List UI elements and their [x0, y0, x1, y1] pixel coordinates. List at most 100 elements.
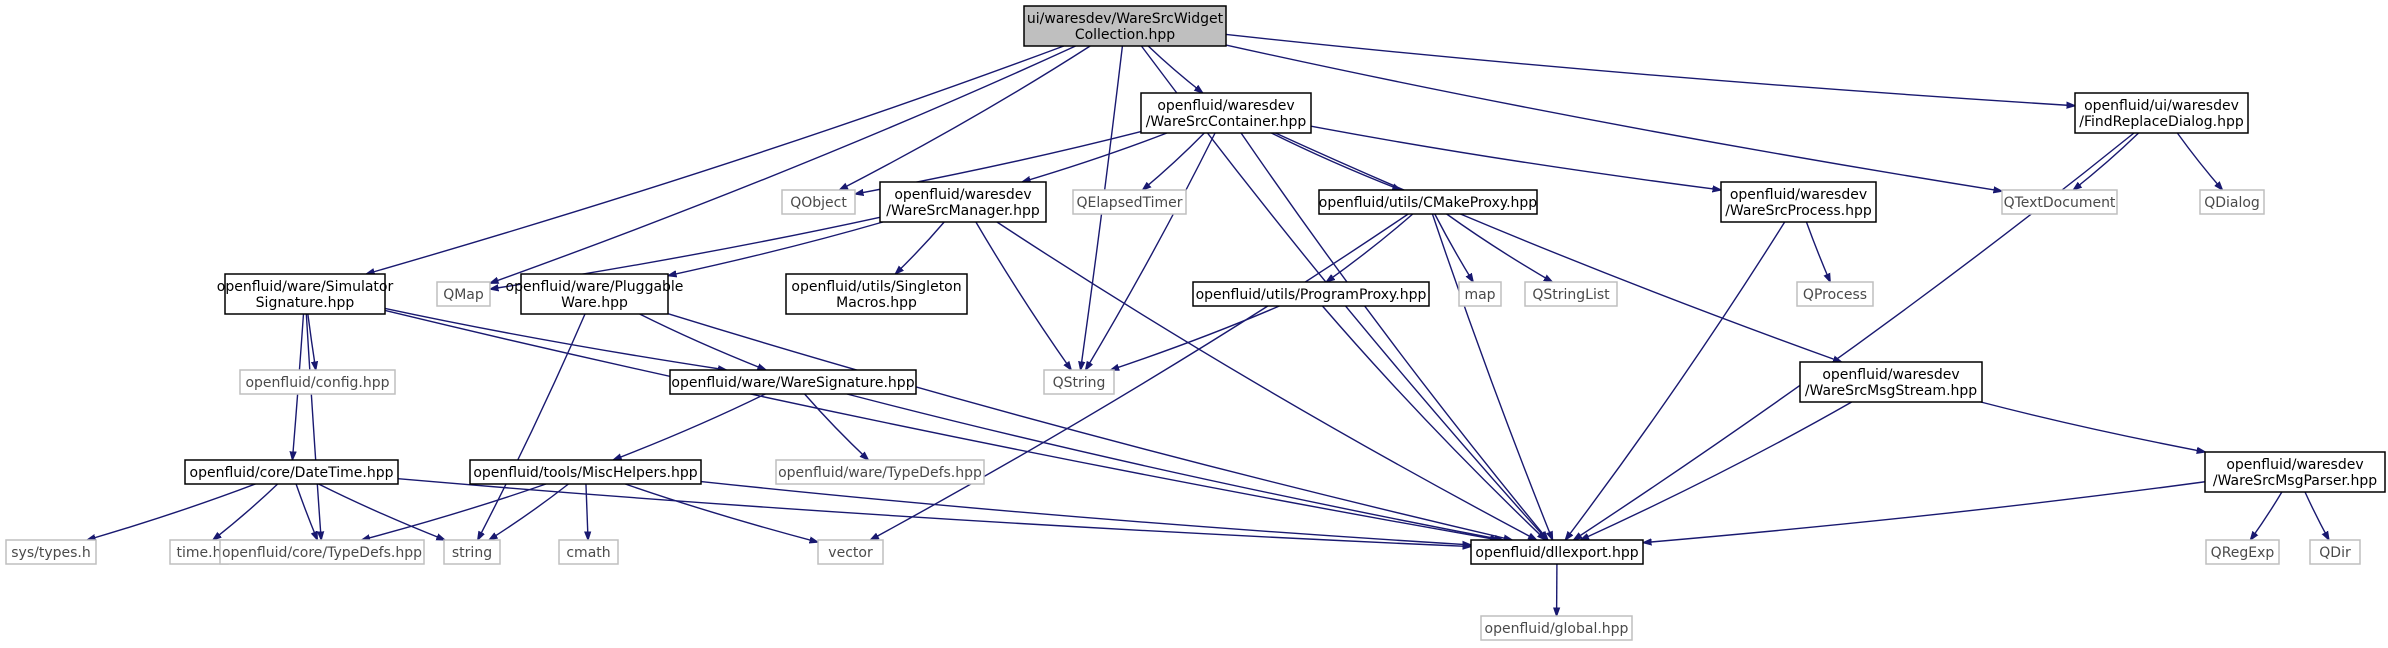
node-datetime[interactable]: openfluid/core/DateTime.hpp	[184, 459, 399, 485]
node-msgstream-label-0: openfluid/waresdev	[1822, 367, 1959, 383]
node-programproxy[interactable]: openfluid/utils/ProgramProxy.hpp	[1192, 281, 1430, 307]
edge-container-to-dllexport	[1240, 132, 1548, 540]
node-process-box	[1720, 181, 1877, 223]
node-manager-label-1: /WareSrcManager.hpp	[886, 203, 1040, 219]
edges-layer	[87, 33, 2329, 616]
node-qprocess-label-0: QProcess	[1803, 287, 1867, 303]
node-qstringlist-label-0: QStringList	[1532, 287, 1610, 303]
node-qobject-label-0: QObject	[790, 195, 847, 211]
node-process[interactable]: openfluid/waresdev/WareSrcProcess.hpp	[1720, 181, 1877, 223]
node-container[interactable]: openfluid/waresdev/WareSrcContainer.hpp	[1140, 92, 1312, 134]
node-root-box	[1023, 5, 1227, 47]
edge-simsig-to-waresig	[384, 307, 726, 370]
edge-waresig-to-waretypedefs	[804, 393, 869, 460]
node-root-label-1: Collection.hpp	[1075, 27, 1175, 43]
edge-datetime-to-coretypedefs	[295, 483, 317, 540]
edge-mischelpers-to-vector	[625, 483, 818, 542]
node-container-label-1: /WareSrcContainer.hpp	[1146, 114, 1307, 130]
node-cmakeproxy-box	[1318, 189, 1538, 215]
edge-manager-to-dllexport	[996, 221, 1537, 540]
node-mischelpers-box	[469, 459, 702, 485]
edge-container-to-process	[1310, 125, 1721, 190]
node-qregexp: QRegExp	[2205, 539, 2280, 565]
edge-pluggable-to-dllexport	[667, 313, 1512, 540]
node-msgstream-label-1: /WareSrcMsgStream.hpp	[1805, 383, 1977, 399]
node-dllexport[interactable]: openfluid/dllexport.hpp	[1470, 539, 1644, 565]
node-qregexp-box	[2205, 539, 2280, 565]
edge-simsig-to-config	[307, 313, 316, 370]
node-root-label-0: ui/waresdev/WareSrcWidget	[1027, 11, 1224, 27]
edge-root-to-qobject	[839, 45, 1091, 190]
node-waretypedefs-box	[775, 459, 985, 485]
edge-findreplace-to-qtextdocument	[2073, 132, 2140, 190]
node-config: openfluid/config.hpp	[239, 369, 396, 395]
node-string: string	[443, 539, 501, 565]
node-findreplace-box	[2074, 92, 2249, 134]
node-qtextdocument-label-0: QTextDocument	[2004, 195, 2116, 211]
node-waresig[interactable]: openfluid/ware/WareSignature.hpp	[669, 369, 917, 395]
node-timeh-label-0: time.h	[177, 545, 222, 561]
node-qprocess: QProcess	[1796, 281, 1874, 307]
node-systypes: sys/types.h	[5, 539, 97, 565]
edge-container-to-cmakeproxy	[1271, 132, 1400, 190]
edge-simsig-to-dllexport	[384, 309, 1499, 540]
node-qmap: QMap	[436, 281, 491, 307]
node-singleton-label-0: openfluid/utils/Singleton	[791, 279, 961, 295]
node-vector-label-0: vector	[828, 545, 873, 561]
node-manager[interactable]: openfluid/waresdev/WareSrcManager.hpp	[879, 181, 1047, 223]
node-singleton-label-1: Macros.hpp	[836, 295, 917, 311]
edge-findreplace-to-qdialog	[2176, 132, 2222, 190]
node-qelapsedtimer: QElapsedTimer	[1072, 189, 1187, 215]
node-map: map	[1458, 281, 1502, 307]
node-qstring-label-0: QString	[1053, 375, 1106, 391]
node-qprocess-box	[1796, 281, 1874, 307]
node-qdialog: QDialog	[2199, 189, 2265, 215]
edge-cmakeproxy-to-dllexport	[1431, 213, 1552, 540]
node-mischelpers[interactable]: openfluid/tools/MiscHelpers.hpp	[469, 459, 702, 485]
node-waretypedefs: openfluid/ware/TypeDefs.hpp	[775, 459, 985, 485]
edge-root-to-simsig	[366, 45, 1065, 274]
node-cmakeproxy-label-0: openfluid/utils/CMakeProxy.hpp	[1319, 195, 1537, 211]
node-qelapsedtimer-box	[1072, 189, 1187, 215]
node-coretypedefs-box	[219, 539, 425, 565]
node-manager-label-0: openfluid/waresdev	[894, 187, 1031, 203]
node-qmap-label-0: QMap	[443, 287, 484, 303]
node-datetime-box	[184, 459, 399, 485]
edge-programproxy-to-qstring	[1111, 305, 1280, 370]
node-timeh-box	[169, 539, 229, 565]
edge-pluggable-to-waresig	[639, 313, 766, 370]
edge-manager-to-qstring	[975, 221, 1071, 370]
node-map-box	[1458, 281, 1502, 307]
node-singleton-box	[785, 273, 968, 315]
edge-mischelpers-to-dllexport	[700, 480, 1471, 545]
node-msgparser-box	[2204, 451, 2386, 493]
edge-root-to-container	[1147, 45, 1203, 93]
edge-waresig-to-dllexport	[846, 393, 1503, 540]
edge-container-to-qelapsedtimer	[1143, 132, 1205, 190]
edge-msgstream-to-dllexport	[1581, 401, 1853, 540]
node-msgstream[interactable]: openfluid/waresdev/WareSrcMsgStream.hpp	[1799, 361, 1983, 403]
node-waretypedefs-label-0: openfluid/ware/TypeDefs.hpp	[778, 465, 982, 481]
node-cmath: cmath	[558, 539, 619, 565]
edge-msgstream-to-msgparser	[1980, 401, 2205, 452]
edge-root-to-findreplace	[1225, 33, 2075, 105]
node-findreplace[interactable]: openfluid/ui/waresdev/FindReplaceDialog.…	[2074, 92, 2249, 134]
node-msgparser[interactable]: openfluid/waresdev/WareSrcMsgParser.hpp	[2204, 451, 2386, 493]
node-cmath-label-0: cmath	[566, 545, 610, 561]
node-qtextdocument: QTextDocument	[2001, 189, 2118, 215]
edge-root-to-qmap	[490, 45, 1076, 284]
node-cmakeproxy[interactable]: openfluid/utils/CMakeProxy.hpp	[1318, 189, 1538, 215]
node-programproxy-box	[1192, 281, 1430, 307]
node-findreplace-label-0: openfluid/ui/waresdev	[2084, 98, 2239, 114]
edge-mischelpers-to-cmath	[586, 483, 588, 540]
node-qstring-box	[1043, 369, 1115, 395]
node-cmath-box	[558, 539, 619, 565]
node-map-label-0: map	[1464, 287, 1495, 303]
node-qregexp-label-0: QRegExp	[2211, 545, 2275, 561]
node-pluggable-label-0: openfluid/ware/Pluggable	[506, 279, 684, 295]
